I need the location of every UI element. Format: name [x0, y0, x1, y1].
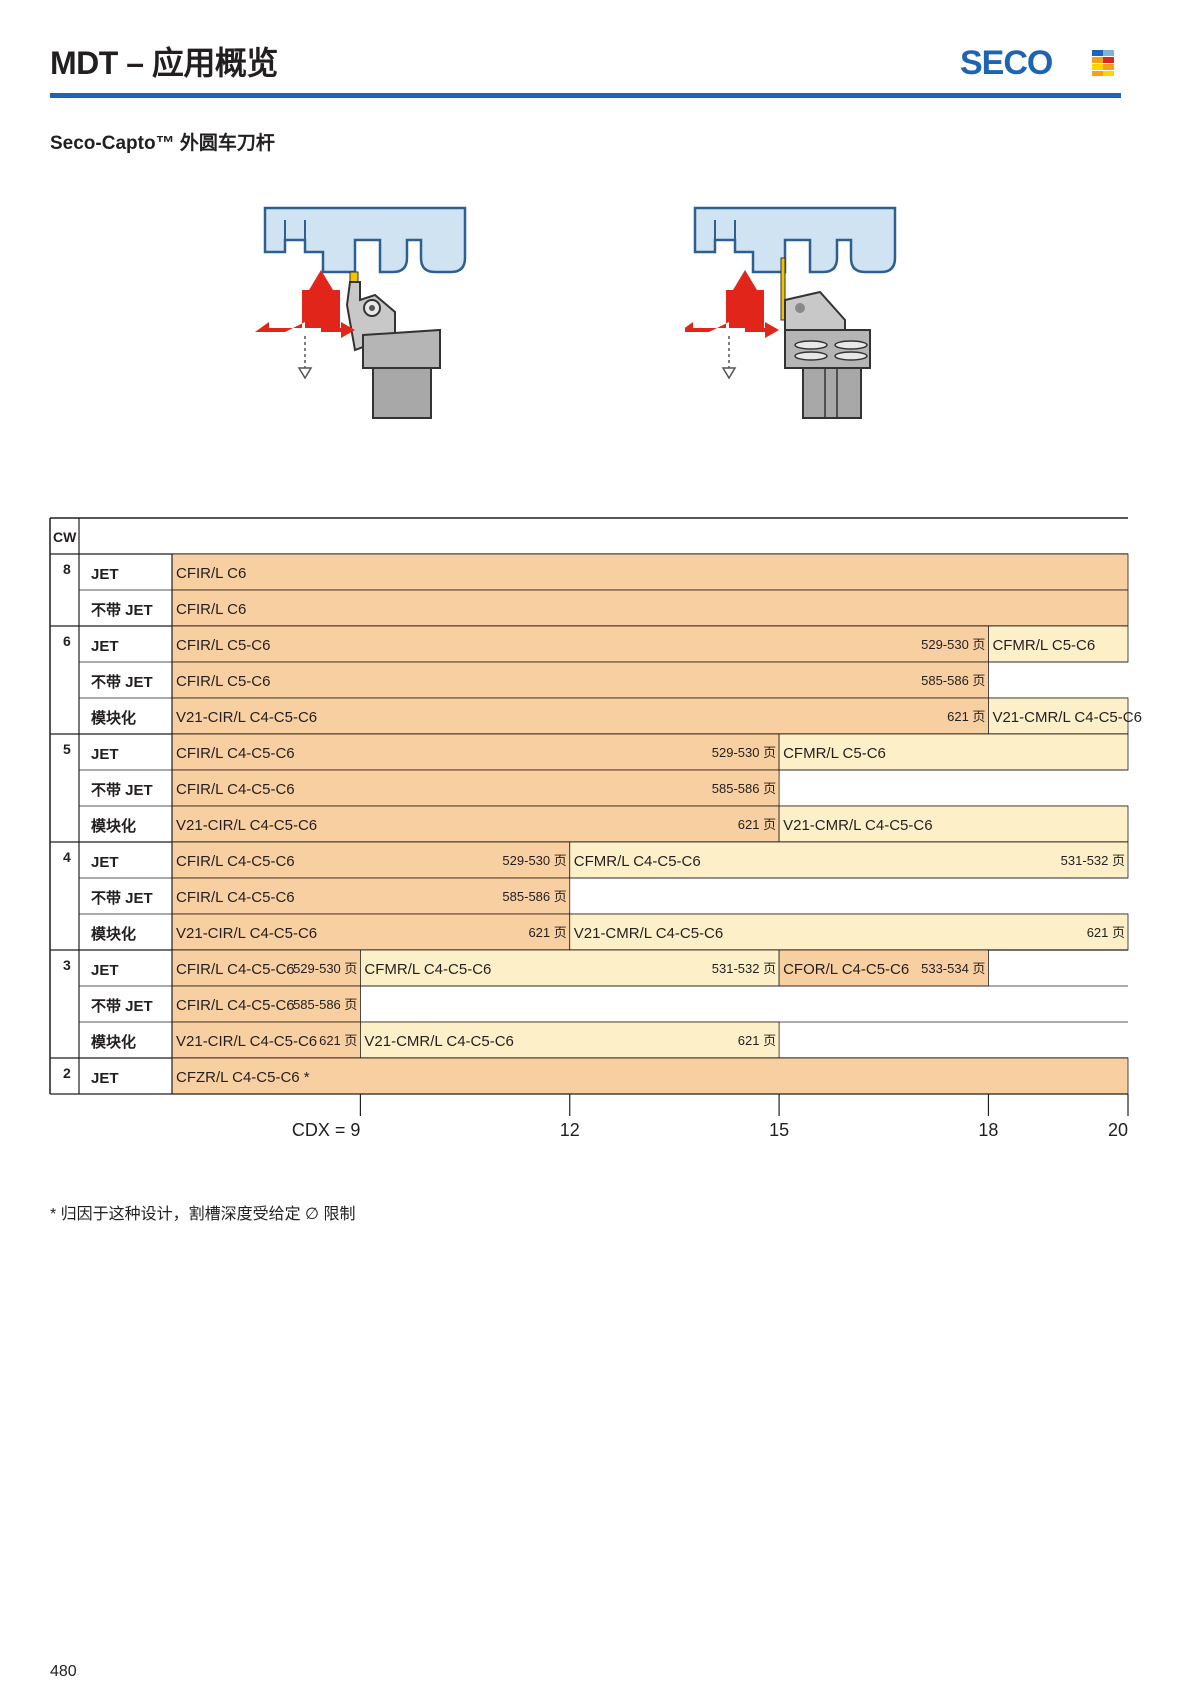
bar-label: CFOR/L C4-C5-C6: [783, 961, 909, 978]
row-type-label: JET: [91, 638, 119, 655]
row-type-label: JET: [91, 854, 119, 871]
bar-segment: [360, 949, 780, 987]
bar-label: CFMR/L C5-C6: [783, 745, 886, 762]
page-ref: 531-532 页: [1061, 853, 1125, 868]
row-type-label: 不带 JET: [91, 782, 153, 799]
page-ref: 529-530 页: [293, 961, 357, 976]
bar-segment: [988, 625, 1129, 663]
row-type-label: 不带 JET: [91, 998, 153, 1015]
bar-segment: [171, 985, 361, 1023]
row-type-label: JET: [91, 962, 119, 979]
page-ref: 621 页: [738, 817, 776, 832]
page-ref: 529-530 页: [921, 637, 985, 652]
page-ref: 621 页: [738, 1033, 776, 1048]
bar-segment: [569, 913, 1129, 951]
page-ref: 585-586 页: [712, 781, 776, 796]
page-ref: 585-586 页: [921, 673, 985, 688]
page-ref: 529-530 页: [712, 745, 776, 760]
grooving-toolholder-illustration: [255, 206, 467, 419]
x-tick-label: 20: [1108, 1120, 1128, 1140]
page-ref: 621 页: [1087, 925, 1125, 940]
x-tick-label: 12: [560, 1120, 580, 1140]
cw-value: 6: [63, 633, 71, 649]
cw-header-label: CW: [53, 529, 77, 545]
cw-value: 4: [63, 849, 71, 865]
page-ref: 585-586 页: [293, 997, 357, 1012]
page-ref: 585-586 页: [502, 889, 566, 904]
page-ref: 531-532 页: [712, 961, 776, 976]
page-ref: 529-530 页: [502, 853, 566, 868]
title-rule: [50, 93, 1121, 98]
row-type-label: 模块化: [91, 925, 136, 943]
bar-segment: [360, 1021, 780, 1059]
bar-label: CFIR/L C4-C5-C6: [176, 997, 295, 1014]
x-tick-label: 15: [769, 1120, 789, 1140]
bar-label: CFMR/L C4-C5-C6: [364, 961, 491, 978]
section-title: Seco-Capto™ 外圆车刀杆: [50, 133, 275, 154]
row-type-label: 不带 JET: [91, 890, 153, 907]
page-ref: 621 页: [319, 1033, 357, 1048]
bar-label: CFMR/L C4-C5-C6: [574, 853, 701, 870]
cw-value: 2: [63, 1065, 71, 1081]
bar-label: V21-CMR/L C4-C5-C6: [574, 925, 723, 942]
bar-segment: [171, 553, 1129, 591]
logo-mark-icon: [1092, 50, 1114, 76]
bar-label: V21-CIR/L C4-C5-C6: [176, 925, 317, 942]
bar-label: CFIR/L C6: [176, 565, 246, 582]
x-tick-label: CDX = 9: [292, 1120, 361, 1140]
bar-segment: [171, 913, 571, 951]
row-type-label: 不带 JET: [91, 602, 153, 619]
page-title: MDT – 应用概览: [50, 45, 278, 81]
bar-segment: [171, 1057, 1129, 1095]
bar-label: CFMR/L C5-C6: [992, 637, 1095, 654]
bar-label: V21-CIR/L C4-C5-C6: [176, 709, 317, 726]
bar-segment: [171, 661, 989, 699]
page-ref: 621 页: [528, 925, 566, 940]
seco-logo: SECO: [960, 44, 1120, 84]
bar-segment: [778, 805, 1129, 843]
bar-label: CFIR/L C4-C5-C6: [176, 781, 295, 798]
row-type-label: JET: [91, 566, 119, 583]
bar-segment: [778, 733, 1129, 771]
bar-label: V21-CMR/L C4-C5-C6: [783, 817, 932, 834]
bar-segment: [778, 949, 989, 987]
bar-label: CFIR/L C6: [176, 601, 246, 618]
bar-label: V21-CIR/L C4-C5-C6: [176, 817, 317, 834]
parting-blade-holder-illustration: [685, 206, 897, 419]
row-type-label: 不带 JET: [91, 674, 153, 691]
row-type-label: JET: [91, 746, 119, 763]
bar-label: V21-CIR/L C4-C5-C6: [176, 1033, 317, 1050]
bar-label: CFZR/L C4-C5-C6 *: [176, 1069, 310, 1086]
row-type-label: 模块化: [91, 817, 136, 835]
bar-segment: [171, 589, 1129, 627]
bar-segment: [569, 841, 1129, 879]
footnote: * 归因于这种设计，割槽深度受给定 ∅ 限制: [50, 1206, 356, 1223]
bar-segment: [171, 805, 780, 843]
row-type-label: 模块化: [91, 709, 136, 727]
x-tick-label: 18: [978, 1120, 998, 1140]
logo-text: SECO: [960, 44, 1053, 82]
row-type-label: JET: [91, 1070, 119, 1087]
cw-value: 5: [63, 741, 71, 757]
bar-label: V21-CMR/L C4-C5-C6: [364, 1033, 513, 1050]
bar-label: CFIR/L C4-C5-C6: [176, 889, 295, 906]
bar-label: CFIR/L C5-C6: [176, 673, 270, 690]
page-ref: 621 页: [947, 709, 985, 724]
page-number: 480: [50, 1663, 77, 1680]
cw-value: 8: [63, 561, 71, 577]
page-ref: 533-534 页: [921, 961, 985, 976]
bar-label: CFIR/L C5-C6: [176, 637, 270, 654]
row-type-label: 模块化: [91, 1033, 136, 1051]
bar-segment: [171, 625, 989, 663]
bar-label: CFIR/L C4-C5-C6: [176, 961, 295, 978]
bar-segment: [988, 697, 1129, 735]
bar-label: CFIR/L C4-C5-C6: [176, 745, 295, 762]
bar-label: V21-CMR/L C4-C5-C6: [992, 709, 1141, 726]
cw-value: 3: [63, 957, 71, 973]
bar-label: CFIR/L C4-C5-C6: [176, 853, 295, 870]
